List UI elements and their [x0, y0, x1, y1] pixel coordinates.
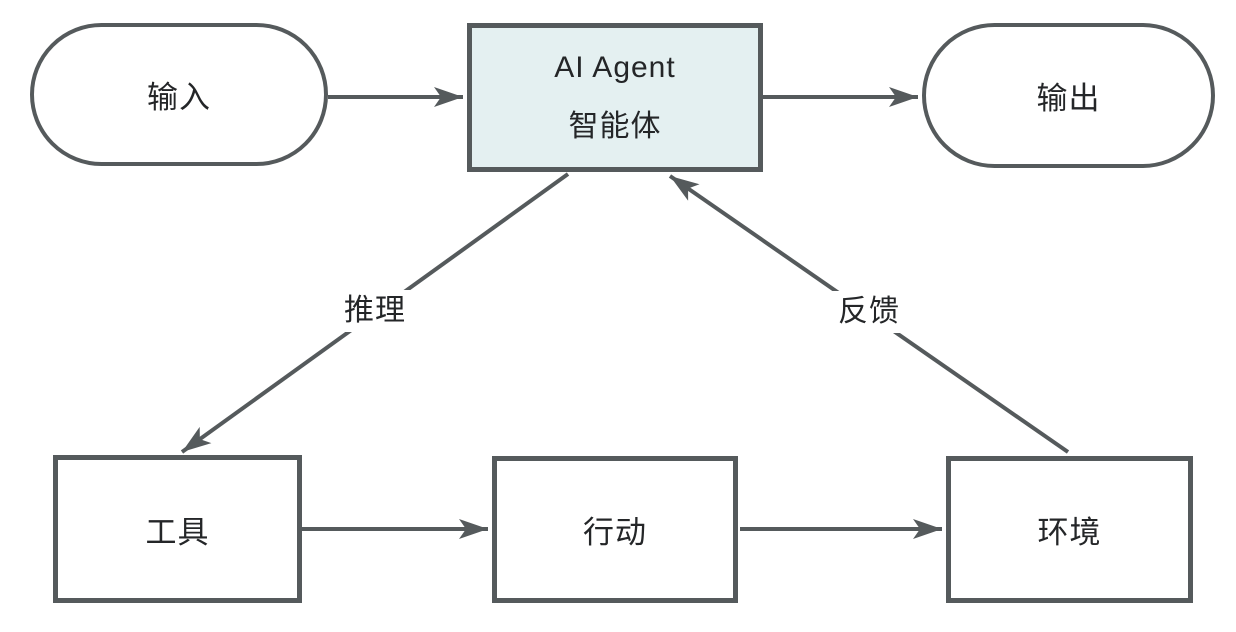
node-ai-agent-label-line1: AI Agent	[554, 50, 676, 84]
node-input: 输入	[30, 23, 328, 166]
node-environment: 环境	[946, 456, 1193, 603]
edge-label-reasoning: 推理	[334, 290, 416, 332]
node-tools-label: 工具	[145, 514, 210, 550]
node-action-label: 行动	[583, 515, 647, 550]
node-environment-label: 环境	[1037, 515, 1102, 550]
node-action: 行动	[492, 456, 738, 603]
node-output: 输出	[922, 23, 1215, 168]
node-tools: 工具	[53, 455, 302, 603]
node-output-label: 输出	[1036, 81, 1101, 116]
node-input-label: 输入	[147, 80, 211, 115]
node-ai-agent-label-line2: 智能体	[568, 109, 662, 143]
node-ai-agent: AI Agent 智能体	[467, 23, 763, 172]
edge-label-feedback: 反馈	[828, 291, 910, 333]
